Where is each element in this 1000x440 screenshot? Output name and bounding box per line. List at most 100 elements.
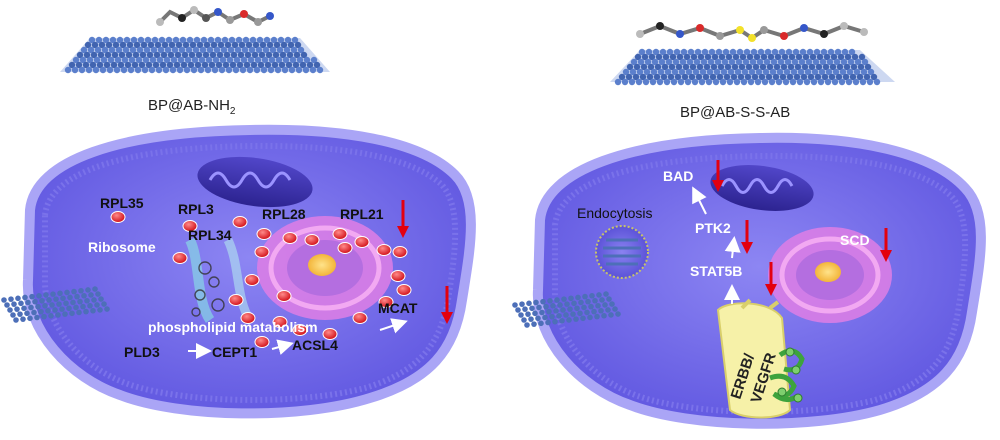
ribosome-dot	[254, 336, 270, 348]
nanosheet-atom	[43, 292, 49, 298]
nanosheet-atom	[34, 314, 40, 321]
nanosheet-atom	[243, 61, 251, 69]
nanosheet-atom	[306, 61, 314, 69]
label-pld3: PLD3	[124, 344, 160, 360]
nanosheet-atom	[689, 63, 697, 71]
nanosheet-atom	[46, 297, 52, 303]
nanosheet-atom	[827, 48, 835, 56]
nanosheet-atom	[302, 66, 310, 74]
nanosheet-atom	[105, 41, 113, 49]
nanosheet-atom	[109, 36, 117, 44]
nanosheet-atom	[63, 300, 69, 307]
nanosheet-atom	[168, 41, 176, 49]
nanosheet-atom	[212, 56, 220, 64]
nanosheet-atom	[269, 46, 277, 54]
nanosheet-atom	[834, 48, 842, 56]
label-rpl35: RPL35	[100, 195, 144, 211]
nanosheet-atom	[112, 41, 120, 49]
nanosheet-atom	[531, 321, 537, 327]
nanosheet-atom	[850, 63, 858, 71]
nanosheet-atom	[528, 316, 534, 322]
nanosheet-atom	[141, 66, 149, 74]
nanosheet-atom	[655, 53, 663, 61]
ribosome-dot	[276, 290, 292, 302]
nanosheet-atom	[819, 58, 827, 66]
ribosome-dot	[228, 294, 244, 306]
nanosheet-atom	[807, 73, 815, 81]
nanosheet-atom	[38, 308, 44, 315]
nanosheet-atom	[749, 58, 757, 66]
nanosheet-atom	[316, 66, 324, 74]
nanosheet-atom	[219, 56, 227, 64]
nanosheet-atom	[589, 292, 595, 299]
nanosheet-atom	[714, 58, 722, 66]
label-rpl28: RPL28	[262, 206, 306, 222]
nanosheet-atom	[703, 63, 711, 71]
nanosheet-atom	[696, 63, 704, 71]
nanosheet-atom	[146, 51, 154, 59]
nanosheet-atom	[525, 311, 531, 317]
nanosheet-atom	[846, 68, 854, 76]
nanosheet-atom	[77, 298, 83, 305]
nanosheet-atom	[856, 73, 864, 81]
nanosheet-atom	[842, 73, 850, 81]
nanosheet-atom	[78, 66, 86, 74]
nanosheet-atom	[221, 36, 229, 44]
nanosheet-atom	[106, 66, 114, 74]
nanosheet-atom	[559, 318, 565, 324]
nanosheet-atom	[14, 306, 20, 312]
nanosheet-atom	[626, 63, 634, 71]
nanosheet-atom	[183, 66, 191, 74]
nanosheet-atom	[762, 68, 770, 76]
nanosheet-atom	[771, 48, 779, 56]
nanosheet-atom	[53, 296, 59, 302]
ribosome-dot	[240, 312, 256, 324]
nanosheet-atom	[612, 306, 618, 312]
nanosheet-atom	[173, 61, 181, 69]
nanosheet-atom	[281, 66, 289, 74]
nanosheet-atom	[107, 56, 115, 64]
ribosome-dot	[337, 242, 353, 254]
nanosheet-atom	[704, 53, 712, 61]
nanosheet-atom	[178, 46, 186, 54]
nanosheet-atom	[74, 293, 80, 300]
nanosheet-atom	[277, 36, 285, 44]
nanosheet-atom	[232, 66, 240, 74]
nanosheet-atom	[224, 41, 232, 49]
nanosheet-atom	[313, 61, 321, 69]
nanosheet-atom	[295, 66, 303, 74]
nanosheet-atom	[818, 68, 826, 76]
nanosheet-atom	[621, 78, 629, 86]
nanosheet-atom	[766, 63, 774, 71]
nanosheet-atom	[13, 317, 19, 323]
nanosheet-atom	[727, 68, 735, 76]
nanosheet-atom	[291, 36, 299, 44]
nanosheet-atom	[859, 78, 867, 86]
nanosheet-atom	[742, 58, 750, 66]
nanosheet-atom	[28, 304, 34, 311]
nanosheet-atom	[124, 61, 132, 69]
nanosheet-atom	[71, 288, 77, 295]
label-endocytosis: Endocytosis	[577, 205, 652, 221]
nanosheet-atom	[809, 53, 817, 61]
nanosheet-atom	[187, 61, 195, 69]
nanosheet-atom	[27, 315, 33, 322]
nanosheet-atom	[153, 51, 161, 59]
nanosheet-atom	[210, 41, 218, 49]
nanosheet-atom	[110, 61, 118, 69]
nanosheet-atom	[821, 73, 829, 81]
nanosheet-atom	[582, 293, 588, 300]
nanosheet-atom	[635, 78, 643, 86]
nanosheet-atom	[95, 36, 103, 44]
nanosheet-atom	[755, 68, 763, 76]
nanosheet-atom	[209, 51, 217, 59]
nanosheet-atom	[829, 63, 837, 71]
nanosheet-atom	[560, 307, 566, 313]
nanosheet-atom	[674, 73, 682, 81]
nanosheet-atom	[758, 73, 766, 81]
nanosheet-atom	[206, 46, 214, 54]
nanosheet-atom	[786, 73, 794, 81]
nanosheet-atom	[96, 61, 104, 69]
nanosheet-atom	[852, 78, 860, 86]
nanosheet-atom	[845, 78, 853, 86]
